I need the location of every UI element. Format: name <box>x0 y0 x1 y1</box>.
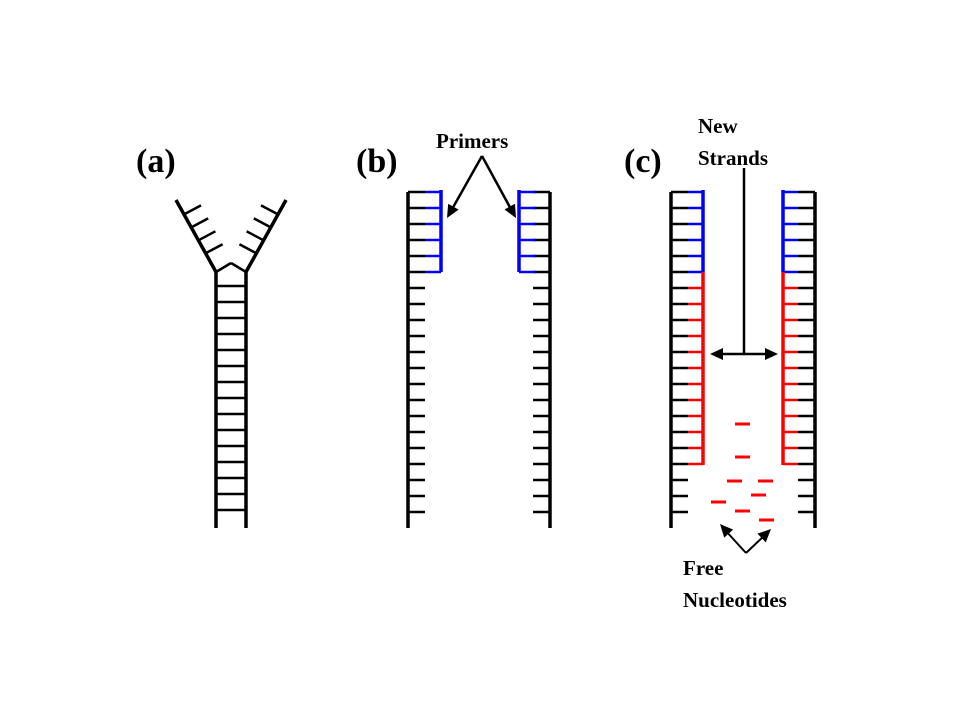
primers-arrow-left-head <box>447 203 459 218</box>
a-fork-joint <box>230 261 247 274</box>
a-right-arm-tooth <box>253 217 272 229</box>
a-right-arm-tooth <box>246 230 265 242</box>
primers-arrow-left-shaft <box>449 155 484 212</box>
free-nucleotides-arrow-left-head <box>720 524 734 538</box>
diagram-drawing <box>174 155 817 554</box>
new-strands-label-line2: Strands <box>698 146 768 170</box>
a-right-arm-tooth <box>238 243 257 255</box>
primers-label: Primers <box>436 129 508 153</box>
a-left-arm-tooth <box>205 243 224 255</box>
panel-label-c: (c) <box>624 143 662 180</box>
primers-arrow-right-shaft <box>480 155 514 212</box>
a-fork-joint <box>215 261 232 274</box>
panel-label-b: (b) <box>356 143 398 180</box>
primers-arrow-right-head <box>504 203 516 218</box>
a-right-arm-tooth <box>260 204 279 216</box>
a-left-arm-tooth <box>190 217 209 229</box>
a-right-fork-arm <box>244 199 288 273</box>
new-strands-arrow-right-head <box>765 348 778 360</box>
a-left-arm-tooth <box>197 230 216 242</box>
panel-label-a: (a) <box>136 143 176 180</box>
free-nucleotides-arrow-right-head <box>757 529 771 543</box>
a-left-arm-tooth <box>183 204 202 216</box>
new-strands-label-line1: New <box>698 114 738 138</box>
free-nucleotides-label-line2: Nucleotides <box>683 588 787 612</box>
a-left-fork-arm <box>174 199 218 273</box>
free-nucleotides-label-line1: Free <box>683 556 723 580</box>
new-strands-arrow-left-head <box>710 348 723 360</box>
